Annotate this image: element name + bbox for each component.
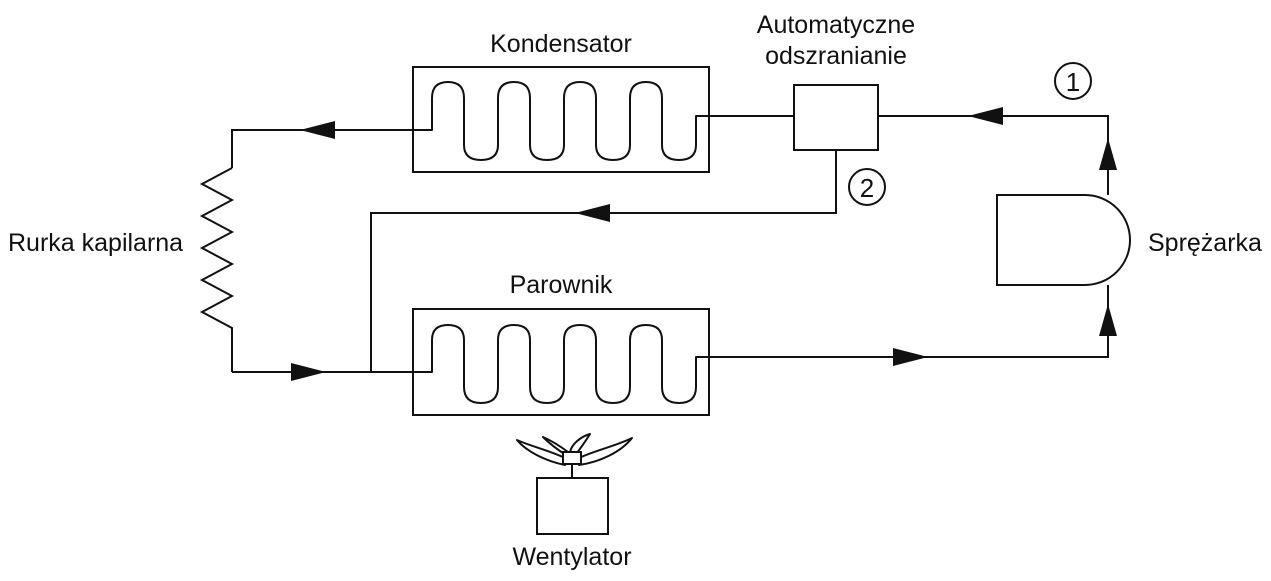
discharge-line	[878, 115, 1109, 195]
capillary-label: Rurka kapilarna	[8, 229, 183, 257]
fan-motor	[536, 477, 609, 535]
flow-arrow-evaporator-in	[291, 363, 326, 381]
flow-arrow-bypass	[575, 204, 610, 222]
evaporator-label: Parownik	[510, 271, 613, 299]
evaporator-coil	[413, 324, 709, 404]
fan-label: Wentylator	[512, 543, 631, 571]
fan-blades-icon	[516, 433, 633, 466]
marker-1-label: 1	[1066, 67, 1080, 97]
flow-arrow-suction-up	[1099, 304, 1117, 336]
defrost-label-line1: Automatyczne	[757, 11, 915, 39]
marker-1: 1	[1054, 62, 1092, 100]
defrost-label-line2: odszranianie	[765, 42, 907, 70]
marker-2-label: 2	[860, 173, 874, 203]
marker-2: 2	[848, 168, 886, 206]
flow-arrow-discharge-left	[968, 107, 1003, 125]
condenser-coil	[413, 81, 709, 161]
fan	[516, 433, 633, 535]
compressor	[996, 194, 1131, 286]
capillary-tube	[199, 167, 235, 372]
compressor-label: Sprężarka	[1148, 229, 1262, 257]
condenser-outlet-line	[231, 129, 413, 168]
flow-arrow-condenser-out	[300, 121, 335, 139]
flow-arrow-suction-right	[893, 348, 928, 366]
defrost-valve	[793, 84, 879, 151]
flow-arrow-discharge-up	[1099, 138, 1117, 170]
suction-line	[709, 285, 1109, 358]
condenser-label: Kondensator	[490, 30, 632, 58]
